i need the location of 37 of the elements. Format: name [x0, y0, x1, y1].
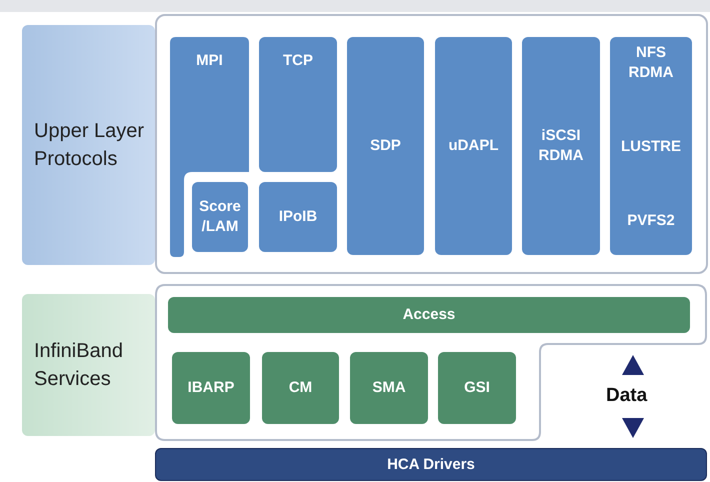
- service-block: [262, 352, 339, 424]
- protocol-block: [522, 37, 600, 255]
- block-label: SMA: [372, 378, 406, 398]
- service-block: [438, 352, 516, 424]
- block-label: CM: [288, 378, 312, 398]
- layer-label: InfiniBand Services: [34, 339, 124, 392]
- block-label: IPoIB: [278, 207, 318, 227]
- protocol-block: [347, 37, 424, 255]
- block-label: uDAPL: [448, 136, 498, 156]
- layer-label: Upper Layer Protocols: [34, 119, 146, 172]
- layer-band: [22, 294, 155, 436]
- protocol-block: [259, 37, 337, 172]
- block-label: PVFS2: [627, 211, 675, 231]
- block-label: Access: [402, 305, 456, 325]
- service-block: [172, 352, 250, 424]
- group-panel: [155, 14, 708, 274]
- block-label: HCA Drivers: [387, 454, 475, 474]
- block-label: SDP: [370, 136, 401, 156]
- block-label: TCP: [283, 51, 313, 71]
- protocol-block: [192, 182, 248, 252]
- block-label: iSCSI RDMA: [538, 126, 584, 166]
- block-label: NFS RDMA: [628, 43, 674, 83]
- service-block: [168, 297, 690, 333]
- service-block: [350, 352, 428, 424]
- block-label: MPI: [196, 51, 223, 71]
- block-label: Score /LAM: [198, 197, 242, 237]
- driver-bar: [155, 448, 707, 481]
- protocol-block: [610, 37, 692, 255]
- protocol-block: [259, 182, 337, 252]
- block-label: LUSTRE: [621, 137, 681, 157]
- flow-label: Data: [606, 385, 648, 407]
- group-panel: [155, 284, 707, 441]
- block-label: GSI: [464, 378, 490, 398]
- protocol-block: [170, 37, 249, 257]
- layer-band: [22, 25, 155, 265]
- block-label: IBARP: [188, 378, 234, 398]
- protocol-block: [435, 37, 512, 255]
